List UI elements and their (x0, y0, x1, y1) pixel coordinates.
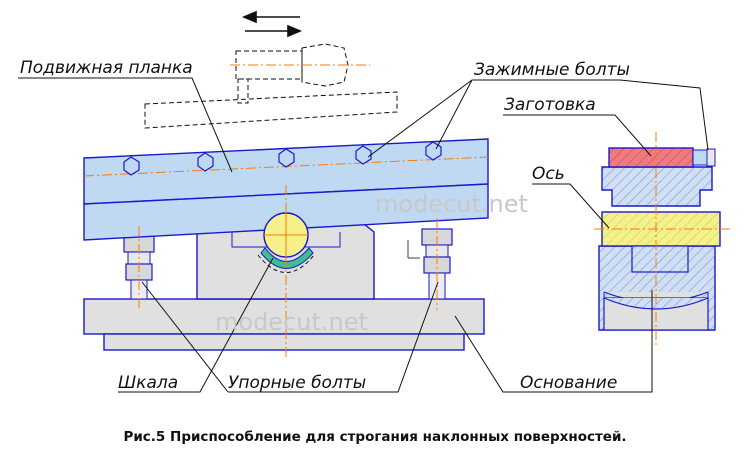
coordinate-mark (407, 240, 420, 259)
watermark-2: modecut.net (215, 308, 368, 336)
label-clamp-bolts: Зажимные болты (474, 60, 630, 80)
base (83, 298, 485, 351)
watermark-1: modecut.net (375, 190, 528, 218)
leader-lines (18, 77, 709, 393)
centerlines (138, 185, 438, 360)
label-stop-bolts: Упорные болты (228, 373, 366, 393)
label-workpiece: Заготовка (504, 95, 596, 115)
section-view (594, 132, 730, 345)
hex-nut-icon (355, 145, 372, 165)
label-movable-bar: Подвижная планка (20, 58, 193, 78)
hex-nut-icon (123, 156, 140, 176)
label-scale: Шкала (118, 373, 178, 393)
double-arrow-icon (241, 10, 303, 38)
phantom-movable-bar (144, 43, 398, 129)
hex-nut-icon (278, 148, 295, 168)
scale-arc (260, 247, 314, 269)
hex-nut-icon (197, 152, 214, 172)
label-base: Основание (520, 373, 617, 393)
figure-caption: Рис.5 Приспособление для строгания накло… (123, 429, 626, 445)
label-axis: Ось (532, 164, 565, 184)
